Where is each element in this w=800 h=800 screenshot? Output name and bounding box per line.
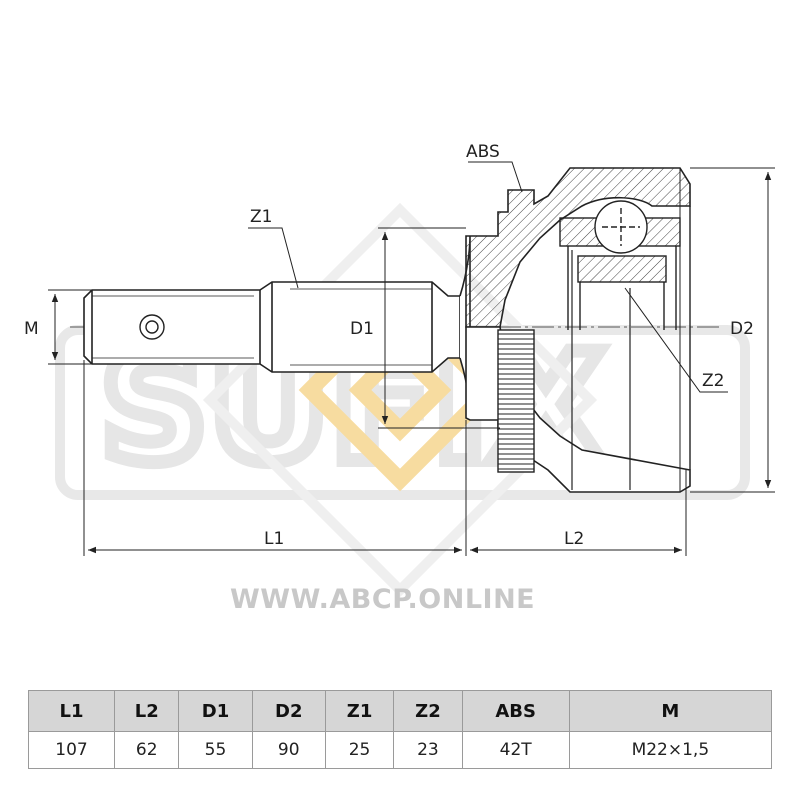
cv-joint-drawing: SUFIX [24, 142, 775, 615]
z2-label: Z2 [702, 371, 724, 391]
l2-label: L2 [564, 529, 584, 549]
value-z1: 25 [324, 731, 395, 769]
l1-label: L1 [264, 529, 284, 549]
value-abs: 42T [461, 731, 570, 769]
header-abs: ABS [461, 690, 570, 732]
z1-label: Z1 [250, 207, 272, 227]
header-z2: Z2 [393, 690, 463, 732]
header-l1: L1 [27, 690, 116, 732]
thread-hole-icon [139, 314, 165, 340]
d2-label: D2 [730, 319, 754, 339]
specs-header-row: L1 L2 D1 D2 Z1 Z2 ABS M [27, 690, 773, 732]
header-d1: D1 [178, 690, 253, 732]
value-l2: 62 [114, 731, 180, 769]
value-d1: 55 [178, 731, 253, 769]
header-z1: Z1 [324, 690, 395, 732]
z1-leader [248, 227, 299, 289]
m-label: M [24, 319, 39, 339]
value-m: M22×1,5 [568, 731, 773, 769]
z2-leader [624, 287, 728, 393]
d1-label: D1 [350, 319, 374, 339]
m-dimension [48, 289, 92, 365]
value-l1: 107 [27, 731, 116, 769]
abs-label: ABS [466, 142, 500, 162]
specs-table: L1 L2 D1 D2 Z1 Z2 ABS M 107 62 55 90 25 … [27, 690, 773, 769]
watermark-url: WWW.ABCP.ONLINE [230, 584, 535, 615]
header-m: M [568, 690, 773, 732]
value-d2: 90 [251, 731, 326, 769]
d2-dimension [690, 167, 775, 493]
abs-leader [468, 161, 523, 193]
abs-ring [497, 329, 535, 473]
ball-icon [594, 200, 648, 254]
shaft [83, 281, 461, 373]
header-d2: D2 [251, 690, 326, 732]
header-l2: L2 [114, 690, 180, 732]
specs-value-row: 107 62 55 90 25 23 42T M22×1,5 [27, 731, 773, 769]
length-dimensions [83, 360, 687, 556]
d1-dimension [378, 227, 500, 429]
value-z2: 23 [393, 731, 463, 769]
